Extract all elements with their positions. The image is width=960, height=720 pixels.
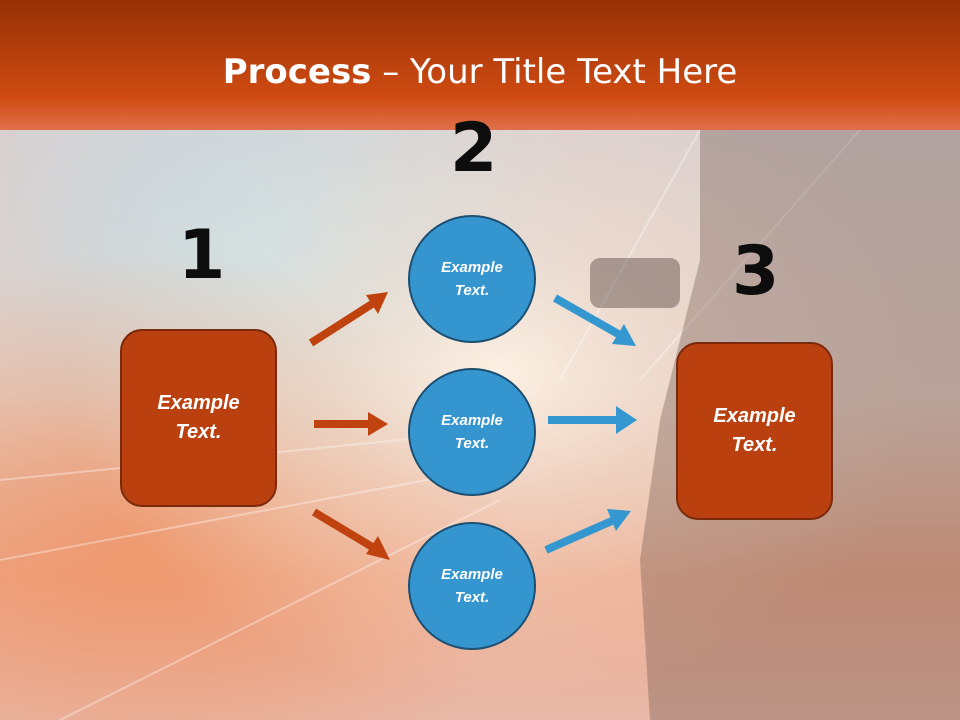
step-number-3: 3 [732, 232, 780, 311]
arrow-blue-down [553, 294, 636, 346]
title-bold: Process [222, 52, 372, 92]
right-step-box: Example Text. [676, 342, 833, 520]
left-box-text: Example Text. [157, 392, 240, 443]
left-step-box: Example Text. [120, 329, 277, 507]
circle-bottom-text: Example Text. [441, 566, 503, 606]
circle-middle: Example Text. [408, 368, 536, 496]
arrow-blue-right [548, 406, 637, 434]
title-rest: – Your Title Text Here [371, 52, 738, 92]
circle-top-text: Example Text. [441, 259, 503, 299]
slide-title: Process – Your Title Text Here [0, 52, 960, 92]
circle-top: Example Text. [408, 215, 536, 343]
circle-bottom: Example Text. [408, 522, 536, 650]
arrow-orange-up [308, 292, 388, 347]
arrow-orange-right [314, 412, 388, 436]
circle-middle-text: Example Text. [441, 412, 503, 452]
arrow-orange-down [311, 508, 390, 560]
step-number-2: 2 [450, 109, 498, 188]
step-number-1: 1 [178, 216, 226, 295]
arrow-blue-up [544, 509, 631, 554]
right-box-text: Example Text. [713, 405, 796, 456]
